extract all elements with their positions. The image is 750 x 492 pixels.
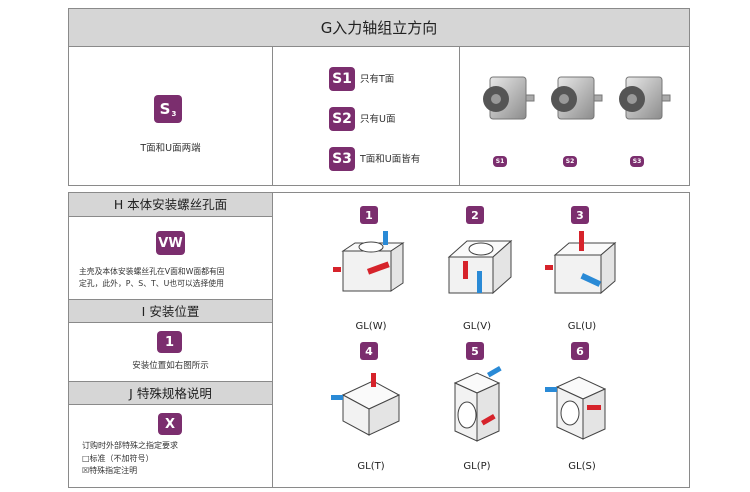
section-h-body: VW 主壳及本体安装螺丝孔在V面和W面都有固 定孔，此外，P、S、T、U也可以选… [69, 217, 272, 299]
special-checkbox-line: ☒特殊指定注明 [82, 466, 138, 475]
position-badge: 1 [157, 331, 182, 353]
s3-description: T面和U面两端 [140, 143, 201, 154]
position-3-badge: 3 [571, 206, 589, 224]
option-s1: S1 只有T面 [329, 67, 394, 91]
section-g-title: G入力轴组立方向 [69, 9, 689, 47]
position-4-label: GL(T) [357, 461, 385, 472]
section-h-desc-line1: 主壳及本体安装螺丝孔在V面和W面都有固 [79, 267, 225, 276]
section-h-desc-line2: 定孔，此外，P、S、T、U也可以选择使用 [79, 279, 224, 288]
section-i-body: 1 安装位置如右图所示 [69, 323, 272, 381]
position-2-badge: 2 [466, 206, 484, 224]
section-h-description: 主壳及本体安装螺丝孔在V面和W面都有固 定孔，此外，P、S、T、U也可以选择使用 [79, 266, 225, 290]
s2-badge: S2 [329, 107, 355, 131]
gearbox-gl-t [331, 373, 401, 436]
position-5-label: GL(P) [463, 461, 491, 472]
s1-badge: S1 [329, 67, 355, 91]
s3-option-label: T面和U面皆有 [360, 153, 421, 165]
s2-label: 只有U面 [360, 113, 396, 125]
position-1-label: GL(W) [355, 321, 387, 332]
position-2-label: GL(V) [463, 321, 491, 332]
position-6-label: GL(S) [568, 461, 596, 472]
option-s2: S2 只有U面 [329, 107, 395, 131]
mounting-positions-diagram: 1 2 3 GL(W) GL(V) [273, 193, 689, 487]
photo-label-s2: S2 [563, 156, 577, 167]
gearbox-gl-p [453, 366, 502, 442]
section-mounting: H 本体安装螺丝孔面 VW 主壳及本体安装螺丝孔在V面和W面都有固 定孔，此外，… [68, 192, 690, 488]
gearbox-gl-v [447, 239, 513, 295]
gearbox-gl-u [545, 231, 617, 295]
section-h-title: H 本体安装螺丝孔面 [69, 193, 272, 217]
section-j-line1: 订购时外部特殊之指定要求 [82, 441, 178, 450]
photo-label-s3: S3 [630, 156, 644, 167]
s1-label: 只有T面 [360, 73, 395, 85]
mounting-left-column: H 本体安装螺丝孔面 VW 主壳及本体安装螺丝孔在V面和W面都有固 定孔，此外，… [69, 193, 272, 487]
section-i-title: I 安装位置 [69, 299, 272, 323]
gearbox-photos [483, 76, 671, 120]
position-5-badge: 5 [466, 342, 484, 360]
standard-checkbox-line: □标准（不加符号） [82, 453, 154, 463]
options-cell: S1 只有T面 S2 只有U面 S3 T面和U面皆有 [273, 47, 459, 186]
position-3-label: GL(U) [567, 321, 597, 332]
position-4-badge: 4 [360, 342, 378, 360]
position-6-badge: 6 [571, 342, 589, 360]
photos-cell: S1 S2 S3 [460, 47, 690, 186]
option-s3: S3 T面和U面皆有 [329, 147, 420, 171]
photo-label-s1: S1 [493, 156, 507, 167]
section-j-description: 订购时外部特殊之指定要求 □标准（不加符号） ☒特殊指定注明 [82, 440, 178, 478]
s3-option-badge: S3 [329, 147, 355, 171]
special-badge: X [158, 413, 182, 435]
section-j-body: X 订购时外部特殊之指定要求 □标准（不加符号） ☒特殊指定注明 [69, 405, 272, 485]
section-i-description: 安装位置如右图所示 [132, 361, 209, 371]
gearbox-gl-w [333, 231, 405, 292]
vw-badge: VW [156, 231, 185, 255]
section-j-title: J 特殊规格说明 [69, 381, 272, 405]
gearbox-gl-s [545, 376, 607, 440]
position-1-badge: 1 [360, 206, 378, 224]
